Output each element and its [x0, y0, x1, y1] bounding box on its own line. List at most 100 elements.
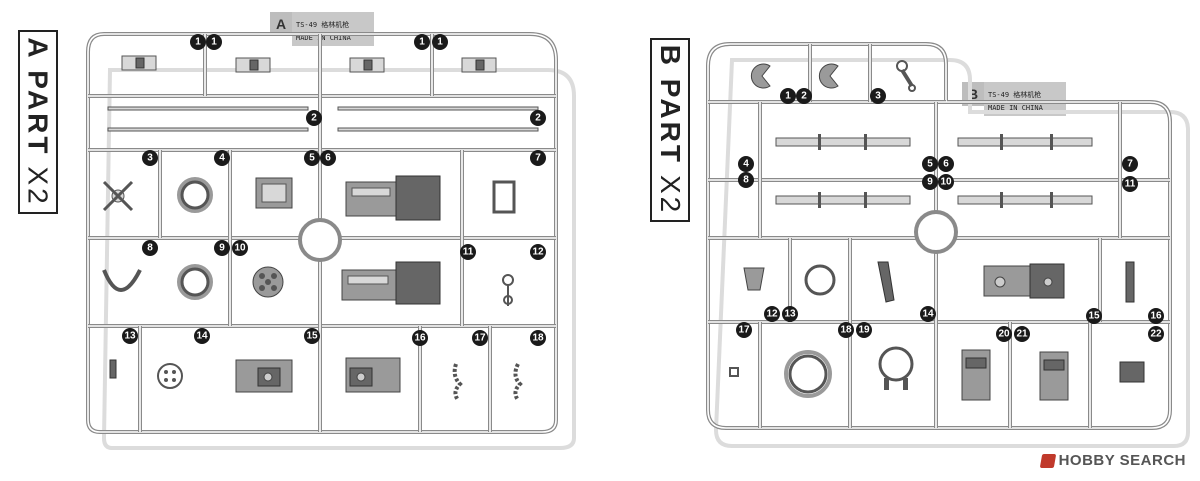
- svg-text:9: 9: [927, 177, 933, 188]
- callout-b-9: 9: [922, 174, 938, 190]
- part-b21-bracket: [1039, 351, 1069, 401]
- callout-a-8: 8: [142, 240, 158, 256]
- part-a1-bracket: [121, 55, 497, 73]
- callout-a-3: 3: [142, 150, 158, 166]
- callout-a-16: 16: [412, 330, 428, 346]
- svg-text:3: 3: [875, 91, 881, 102]
- callout-b-17: 17: [736, 322, 752, 338]
- part-a-label: A PARTX2: [18, 30, 58, 214]
- svg-text:2: 2: [535, 113, 541, 124]
- part-a6-gun-body: [345, 175, 441, 221]
- part-a17-chain: [452, 363, 463, 402]
- svg-text:7: 7: [535, 153, 541, 164]
- callout-a-13: 13: [122, 328, 138, 344]
- part-b15-housing: [983, 263, 1065, 299]
- svg-text:13: 13: [784, 309, 796, 320]
- callout-b-4: 4: [738, 156, 754, 172]
- part-a3-cross: [102, 180, 134, 212]
- part-b13-ring: [804, 264, 836, 296]
- callout-a-2: 2: [306, 110, 322, 126]
- sprue-a-letter: A: [270, 12, 292, 36]
- svg-text:1: 1: [211, 37, 217, 48]
- sprue-a-code: TS-49 格林机枪: [296, 21, 350, 29]
- svg-text:22: 22: [1150, 329, 1162, 340]
- callout-a-2b: 2: [530, 110, 546, 126]
- callout-b-14: 14: [920, 306, 936, 322]
- svg-text:4: 4: [219, 153, 225, 164]
- svg-text:1: 1: [437, 37, 443, 48]
- sprue-b-origin: MADE IN CHINA: [988, 104, 1043, 112]
- callout-a-15: 15: [304, 328, 320, 344]
- sprue-a-parts: [102, 55, 539, 402]
- sprue-a-shadow: [101, 68, 576, 450]
- callout-b-19: 19: [856, 322, 872, 338]
- part-b12-bracket: [743, 267, 765, 291]
- svg-text:16: 16: [414, 333, 426, 344]
- callout-b-13: 13: [782, 306, 798, 322]
- callout-a-1d: 1: [432, 34, 448, 50]
- svg-text:12: 12: [766, 309, 778, 320]
- part-a11-gun-body: [341, 261, 441, 305]
- callout-a-9: 9: [214, 240, 230, 256]
- part-b3-lever: [896, 60, 916, 92]
- callout-a-11: 11: [460, 244, 476, 260]
- part-b2-clip: [818, 63, 839, 89]
- svg-text:11: 11: [1125, 179, 1136, 190]
- sprue-b-shadow: [713, 58, 1190, 448]
- svg-text:9: 9: [219, 243, 225, 254]
- svg-text:1: 1: [419, 37, 425, 48]
- svg-text:15: 15: [306, 331, 318, 342]
- part-a5-housing: [255, 177, 293, 209]
- callout-b-21: 21: [1014, 326, 1030, 342]
- sprue-b-frame: [706, 42, 1172, 430]
- part-a7-handle: [492, 180, 516, 214]
- hobby-search-logo-icon: [1039, 453, 1056, 468]
- callout-b-18: 18: [838, 322, 854, 338]
- svg-text:2: 2: [311, 113, 317, 124]
- callout-a-10: 10: [232, 240, 248, 256]
- callout-b-10: 10: [938, 174, 954, 190]
- callout-b-5: 5: [922, 156, 938, 172]
- svg-text:14: 14: [196, 331, 208, 342]
- part-b18-ring: [784, 350, 832, 398]
- callout-b-3: 3: [870, 88, 886, 104]
- watermark: HOBBY SEARCH: [1039, 452, 1186, 469]
- svg-text:4: 4: [743, 159, 749, 170]
- svg-text:17: 17: [738, 325, 750, 336]
- part-a16-block: [345, 357, 401, 393]
- callout-b-2: 2: [796, 88, 812, 104]
- callouts-a: 1 1 1 1 2 2 3 4 5 6 7 8 9 10 11 12 13 14…: [122, 34, 546, 346]
- callout-b-20: 20: [996, 326, 1012, 342]
- part-b-label: B PARTX2: [650, 38, 690, 222]
- svg-text:21: 21: [1016, 329, 1028, 340]
- sprue-a-tag: A TS-49 格林机枪 MADE IN CHINA: [270, 12, 380, 46]
- svg-text:1: 1: [195, 37, 201, 48]
- part-a8-arc: [102, 269, 142, 292]
- callout-b-7: 7: [1122, 156, 1138, 172]
- svg-text:14: 14: [922, 309, 934, 320]
- part-b-rods: [775, 134, 1093, 208]
- part-b1-clip: [750, 63, 771, 89]
- callout-a-14: 14: [194, 328, 210, 344]
- callout-b-8: 8: [738, 172, 754, 188]
- part-b22-block: [1119, 361, 1145, 383]
- part-a12-key: [502, 274, 514, 306]
- part-b20-bracket: [961, 349, 991, 401]
- svg-text:20: 20: [998, 329, 1010, 340]
- svg-text:17: 17: [474, 333, 486, 344]
- callout-a-18: 18: [530, 330, 546, 346]
- part-b14-barrel: [877, 261, 895, 303]
- svg-text:19: 19: [858, 325, 870, 336]
- svg-text:15: 15: [1088, 311, 1100, 322]
- svg-text:2: 2: [801, 91, 807, 102]
- callout-b-15: 15: [1086, 308, 1102, 324]
- part-a4-ring: [177, 177, 213, 213]
- svg-text:10: 10: [940, 177, 952, 188]
- part-a2-rods: [107, 106, 539, 132]
- sprue-a-frame: [86, 32, 558, 434]
- svg-text:1: 1: [785, 91, 791, 102]
- svg-text:8: 8: [743, 175, 749, 186]
- part-a13-pin: [109, 359, 117, 379]
- callout-a-1c: 1: [414, 34, 430, 50]
- part-a15-block: [235, 359, 293, 393]
